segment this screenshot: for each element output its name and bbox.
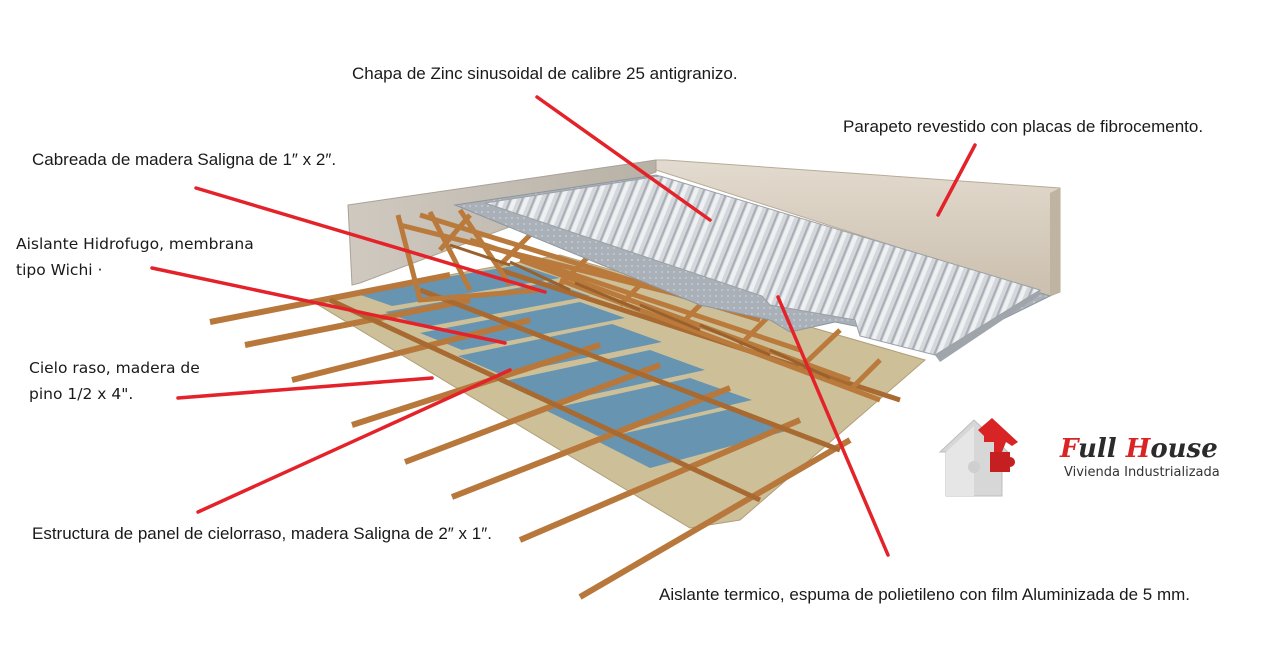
leader-cabreada bbox=[194, 186, 547, 294]
leader-aislante-hidro bbox=[150, 266, 507, 345]
truss-diagonals bbox=[449, 243, 831, 380]
label-truss: Cabreada de madera Saligna de 1″ x 2″. bbox=[32, 150, 337, 169]
leader-chapa bbox=[535, 95, 712, 222]
label-waterproof-membrane: Aislante Hidrofugo, membrana tipo Wichi … bbox=[16, 232, 254, 283]
label-parapet: Parapeto revestido con placas de fibroce… bbox=[843, 117, 1204, 136]
label-zinc-sheet: Chapa de Zinc sinusoidal de calibre 25 a… bbox=[352, 64, 738, 83]
label-ceiling-line-1: Cielo raso, madera de bbox=[29, 359, 200, 377]
leader-estructura bbox=[196, 368, 512, 514]
zinc-sheet bbox=[484, 175, 1042, 362]
puzzle-house-icon bbox=[938, 418, 1018, 497]
leader-cielo bbox=[176, 376, 434, 400]
label-ceiling: Cielo raso, madera de pino 1/2 x 4". bbox=[29, 356, 200, 407]
leader-lines bbox=[150, 95, 977, 557]
label-ceiling-structure: Estructura de panel de cielorraso, mader… bbox=[32, 524, 492, 543]
brand-name: Full House bbox=[1060, 434, 1218, 464]
ceiling-battens bbox=[209, 272, 852, 600]
brand-logo: Full House Vivienda Industrializada bbox=[932, 412, 1252, 502]
label-thermal-insulation: Aislante termico, espuma de polietileno … bbox=[659, 585, 1191, 604]
ceiling-board bbox=[308, 254, 927, 529]
leader-parapeto bbox=[936, 143, 977, 217]
label-ceiling-line-2: pino 1/2 x 4". bbox=[29, 384, 134, 403]
brand-subtitle: Vivienda Industrializada bbox=[1064, 465, 1220, 480]
leader-termico bbox=[776, 295, 890, 557]
label-waterproof-line-1: Aislante Hidrofugo, membrana bbox=[16, 235, 254, 253]
label-waterproof-line-2: tipo Wichi · bbox=[16, 260, 103, 279]
waterproof-membrane bbox=[352, 265, 790, 468]
